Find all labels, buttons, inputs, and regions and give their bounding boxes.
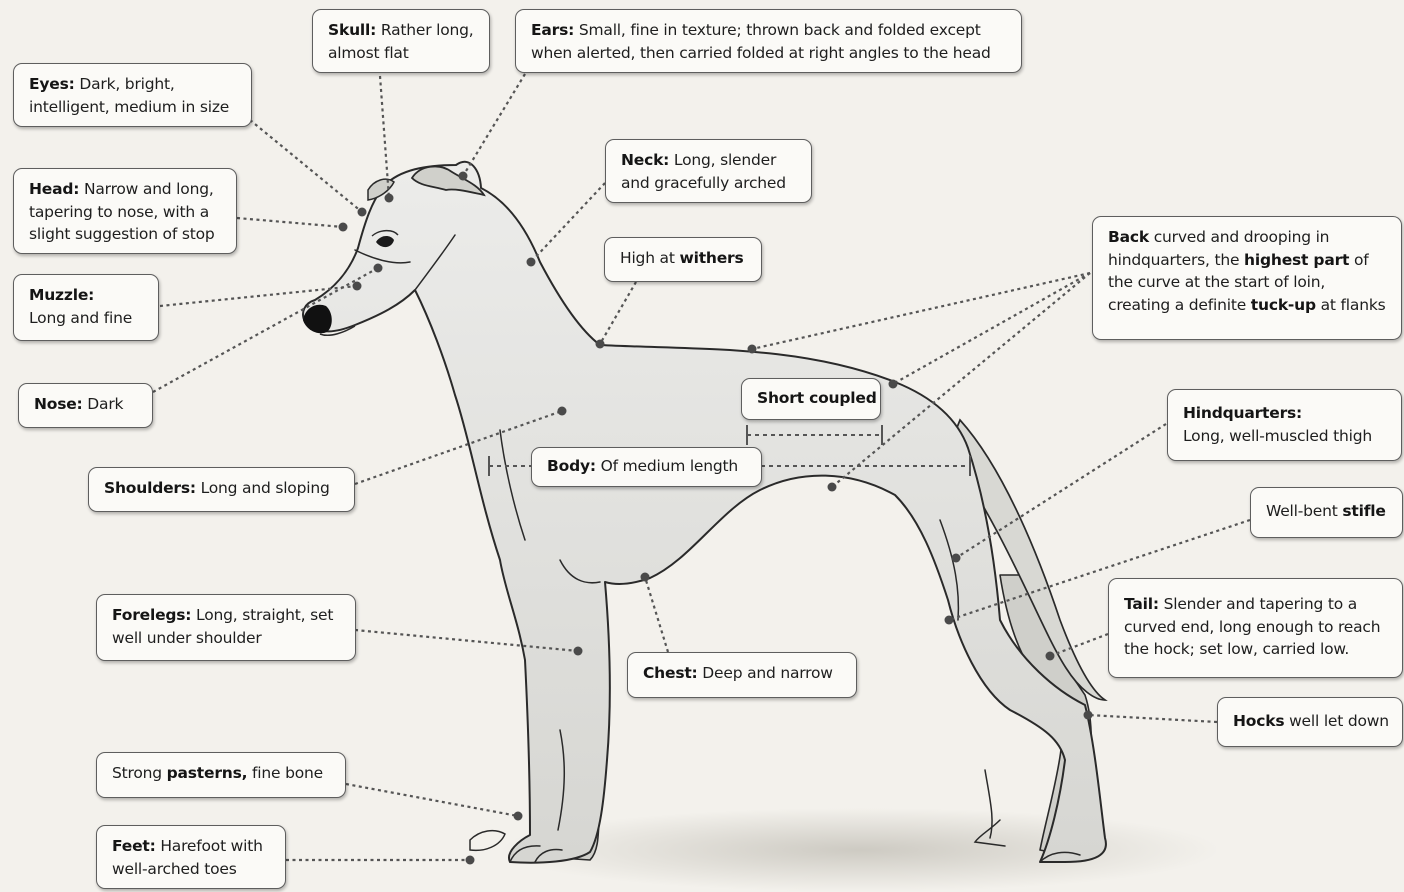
nose	[303, 304, 332, 334]
callout-hocks: Hocks well let down	[1217, 697, 1403, 747]
callout-term: Body:	[547, 457, 596, 475]
callout-neck: Neck: Long, slender and gracefully arche…	[605, 139, 812, 203]
callout-muzzle: Muzzle: Long and fine	[13, 274, 159, 341]
callout-shoulders: Shoulders: Long and sloping	[88, 467, 355, 512]
callout-withers: High at withers	[604, 237, 762, 282]
callout-term: Neck:	[621, 151, 670, 169]
callout-term: Tail:	[1124, 595, 1159, 613]
callout-body: Body: Of medium length	[531, 447, 762, 487]
callout-head: Head: Narrow and long, tapering to nose,…	[13, 168, 237, 254]
callout-term: withers	[679, 249, 744, 267]
callout-forelegs: Forelegs: Long, straight, set well under…	[96, 594, 356, 661]
callout-skull: Skull: Rather long, almost flat	[312, 9, 490, 73]
anchor-dots	[338, 171, 1093, 865]
callout-term: Feet:	[112, 837, 156, 855]
leader-lines	[152, 73, 1251, 862]
callout-back: Back curved and drooping in hindquarters…	[1092, 216, 1402, 340]
callout-term: pasterns,	[166, 764, 248, 782]
callout-eyes: Eyes: Dark, bright, intelligent, medium …	[13, 63, 252, 127]
callout-term: Muzzle:	[29, 286, 95, 304]
callout-term: Forelegs:	[112, 606, 192, 624]
callout-hindquarters: Hindquarters: Long, well-muscled thigh	[1167, 389, 1402, 461]
callout-pasterns: Strong pasterns, fine bone	[96, 752, 346, 798]
callout-term: Chest:	[643, 664, 698, 682]
callout-tail: Tail: Slender and tapering to a curved e…	[1108, 578, 1403, 678]
callout-term: Hindquarters:	[1183, 404, 1303, 422]
tail	[947, 418, 1108, 701]
callout-term: Nose:	[34, 395, 83, 413]
callout-term: Ears:	[531, 21, 575, 39]
callout-ears: Ears: Small, fine in texture; thrown bac…	[515, 9, 1022, 73]
callout-feet: Feet: Harefoot with well-arched toes	[96, 825, 286, 889]
callout-chest: Chest: Deep and narrow	[627, 652, 857, 698]
callout-term: Skull:	[328, 21, 377, 39]
callout-term: Head:	[29, 180, 80, 198]
callout-short-coupled: Short coupled	[741, 378, 881, 420]
eye	[376, 236, 394, 248]
callout-term: Hocks	[1233, 712, 1285, 730]
ear	[410, 165, 486, 197]
callout-stifle: Well-bent stifle	[1250, 487, 1403, 538]
callout-term: Short coupled	[757, 389, 877, 407]
ground-shadow	[500, 808, 1220, 892]
callout-term: Back	[1108, 228, 1149, 246]
callout-nose: Nose: Dark	[18, 383, 153, 428]
ear-far	[367, 178, 395, 201]
callout-term: stifle	[1342, 502, 1386, 520]
callout-term: Eyes:	[29, 75, 75, 93]
callout-term: Shoulders:	[104, 479, 196, 497]
body-details	[354, 234, 1081, 863]
